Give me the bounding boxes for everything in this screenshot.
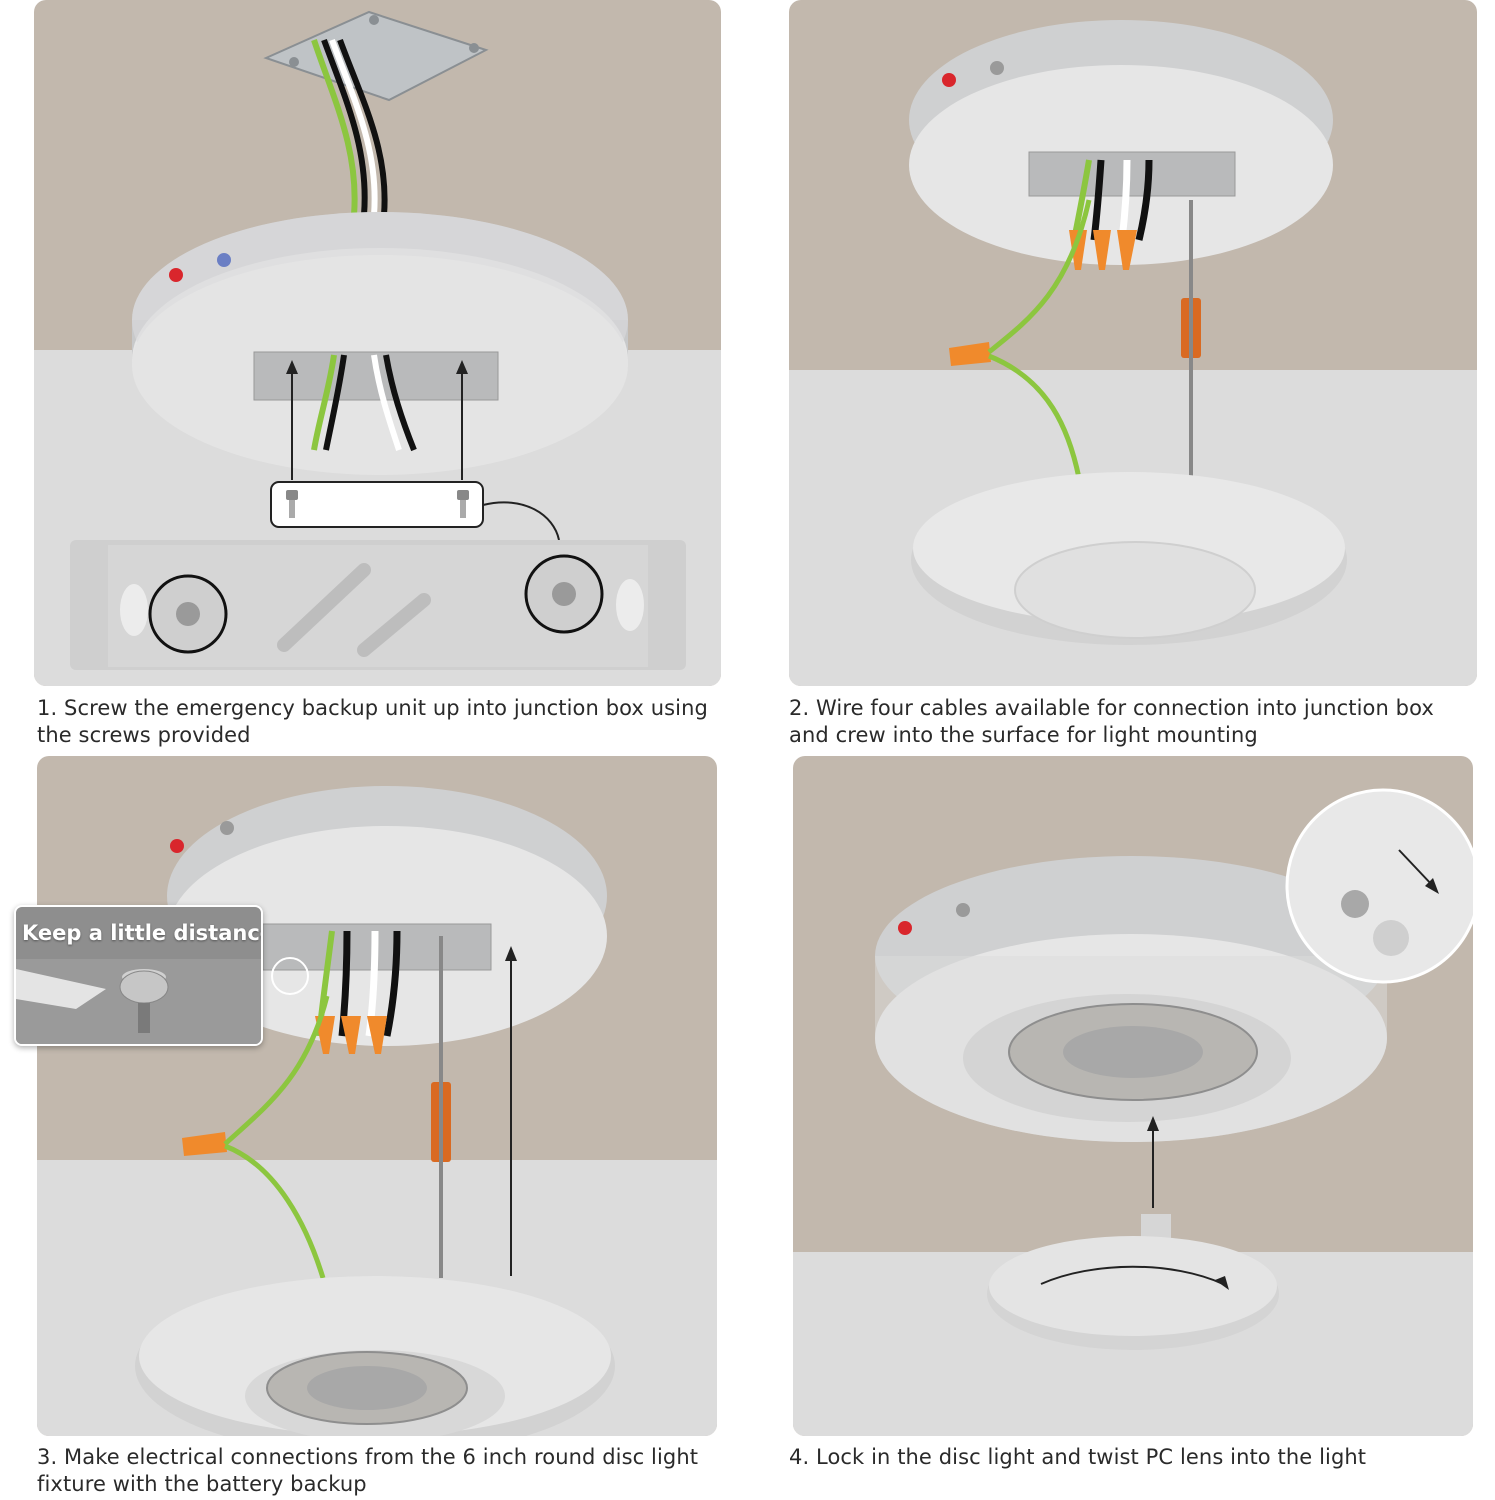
led-module-icon: [1008, 1003, 1258, 1101]
step-3-illustration: [37, 756, 717, 1436]
led-module-icon: [266, 1351, 468, 1425]
junction-box-icon: [263, 10, 489, 102]
arrow-icon: [505, 946, 517, 1276]
arrow-icon: [1147, 1116, 1159, 1208]
step-4-caption: 4. Lock in the disc light and twist PC l…: [789, 1445, 1367, 1469]
step-1-illustration: [34, 0, 721, 686]
step-4-illustration: [793, 756, 1473, 1436]
callout-label: Keep a little distance: [22, 921, 263, 945]
keep-distance-callout: Keep a little distance: [14, 905, 263, 1046]
step-2-caption: 2. Wire four cables available for connec…: [789, 696, 1434, 747]
screw-icon: [286, 490, 469, 518]
step-2-illustration: [789, 0, 1477, 686]
arrow-icon: [286, 360, 468, 480]
step-3-caption: 3. Make electrical connections from the …: [37, 1445, 699, 1496]
step-1-caption: 1. Screw the emergency backup unit up in…: [37, 696, 708, 747]
pc-lens-icon: [987, 1214, 1279, 1350]
